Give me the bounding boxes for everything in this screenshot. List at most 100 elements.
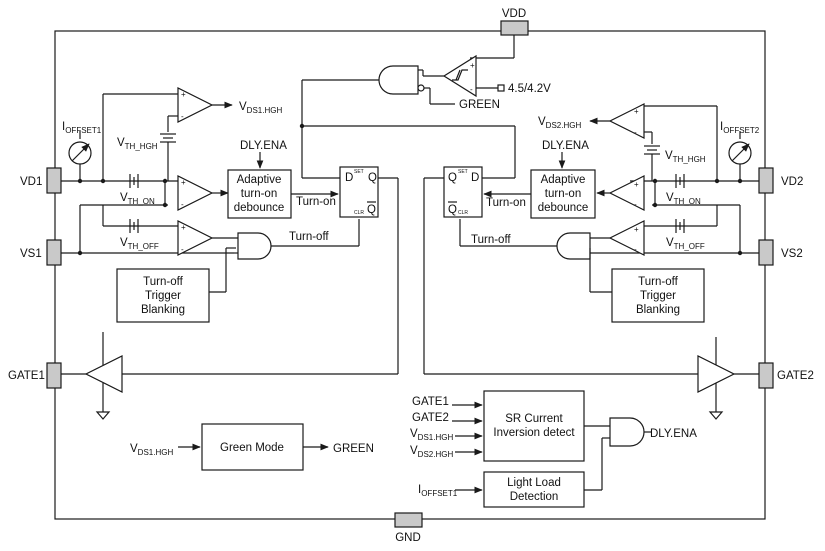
sr-line2: Inversion detect	[493, 427, 575, 439]
turn-off-and-gate-1	[237, 232, 272, 260]
ff1-qbar: Q	[367, 204, 376, 216]
blanking1-line2: Trigger	[145, 290, 181, 302]
vds1-high-output-label: VDS1.HGH	[239, 101, 282, 115]
vth-high-label: VTH_HGH	[117, 137, 158, 151]
light-load-block	[483, 471, 585, 508]
gate-driver-1	[84, 355, 123, 393]
sr-inversion-block	[483, 390, 585, 462]
debounce2-line3: debounce	[538, 202, 589, 214]
blanking1-line3: Blanking	[141, 304, 185, 316]
ff1-q: Q	[368, 172, 377, 184]
c5-plus: +	[634, 180, 639, 189]
pin-vs2-label: VS2	[781, 248, 803, 260]
comparator-ds1-high	[177, 87, 214, 123]
uvlo-section: + - 4.5/4.2V GREEN	[299, 35, 551, 179]
current-source-arrow-icon-2	[731, 143, 750, 162]
c2-plus: +	[181, 178, 186, 187]
dly-ena-label-1: DLY.ENA	[240, 140, 287, 152]
blanking-block-2	[611, 268, 705, 323]
sr-input-vds1-label: VDS1.HGH	[410, 428, 453, 442]
blanking2-line3: Blanking	[636, 304, 680, 316]
turn-off-label-2: Turn-off	[471, 234, 511, 246]
c3-minus: -	[181, 245, 184, 254]
vth-high-label-2: VTH_HGH	[665, 150, 706, 164]
vth-off-label: VTH_OFF	[120, 237, 159, 251]
ff2-q: Q	[448, 172, 457, 184]
pin-vdd: VDD	[500, 8, 529, 36]
comparator-ds2-high	[608, 103, 645, 139]
turn-on-label-2: Turn-on	[486, 197, 526, 209]
pin-gnd-label: GND	[395, 532, 421, 544]
pin-vs2: VS2	[758, 239, 803, 266]
green-mode-input-label: VDS1.HGH	[130, 443, 173, 457]
c2-minus: -	[181, 200, 184, 209]
pin-gate2: GATE2	[758, 362, 814, 389]
c1-minus: -	[181, 112, 184, 121]
dly-ena-output-label: DLY.ENA	[650, 428, 697, 440]
ground-icon-1	[95, 411, 111, 420]
sr-input-vds2-label: VDS2.HGH	[410, 445, 453, 459]
ff1-set: SET	[354, 169, 364, 175]
c4-minus: -	[634, 128, 637, 137]
turn-off-and-gate-2	[556, 232, 591, 260]
turn-off-label-1: Turn-off	[289, 231, 329, 243]
green-mode-block	[201, 423, 304, 471]
pin-gnd: GND	[394, 512, 423, 544]
uvlo-and-gate	[378, 65, 419, 95]
blanking2-line2: Trigger	[640, 290, 676, 302]
light-load-line1: Light Load	[507, 477, 561, 489]
pin-gate2-label: GATE2	[777, 370, 814, 382]
vds2-high-output-label: VDS2.HGH	[538, 116, 581, 130]
comparator-turn-off-2	[608, 220, 645, 256]
green-mode-section: Green Mode VDS1.HGH GREEN	[130, 423, 374, 471]
c5-minus: -	[634, 200, 637, 209]
pin-vd1: VD1	[20, 167, 62, 194]
debounce1-line3: debounce	[234, 202, 285, 214]
pin-gate1: GATE1	[8, 362, 62, 389]
ff2-set: SET	[458, 169, 468, 175]
sr-detect-section: SR Current Inversion detect GATE1 GATE2 …	[410, 390, 697, 508]
comparator-turn-on-1	[177, 175, 214, 211]
blanking2-line1: Turn-off	[638, 276, 678, 288]
debounce-block-1	[227, 169, 292, 219]
ff1-clr: CLR	[354, 210, 364, 216]
sr-input-gate1-label: GATE1	[412, 396, 449, 408]
blanking-block-1	[116, 268, 210, 323]
ioffset1-label: IOFFSET1	[62, 121, 102, 135]
c1-plus: +	[181, 90, 186, 99]
c6-minus: -	[634, 245, 637, 254]
pin-vs1: VS1	[20, 239, 62, 266]
light-load-line2: Detection	[510, 491, 559, 503]
c6-plus: +	[634, 225, 639, 234]
uvlo-plus-sign: +	[470, 61, 475, 70]
green-mode-text: Green Mode	[220, 442, 284, 454]
flip-flop-1	[339, 166, 379, 218]
hysteresis-icon	[452, 69, 468, 81]
dly-ena-and-gate	[609, 417, 645, 447]
debounce2-line2: turn-on	[545, 188, 581, 200]
ff2-clr: CLR	[458, 210, 468, 216]
blanking1-line1: Turn-off	[143, 276, 183, 288]
uvlo-minus-sign: -	[470, 85, 473, 94]
ioffset2-label: IOFFSET2	[720, 121, 760, 135]
sr-line1: SR Current	[505, 413, 563, 425]
debounce-block-2	[530, 169, 596, 219]
c3-plus: +	[181, 223, 186, 232]
channel-1: IOFFSET1 + - VDS1.HGH VTH_HGH + - VTH_ON…	[61, 87, 399, 420]
comparator-turn-on-2	[608, 175, 645, 211]
inverter-bubble-icon	[417, 84, 425, 92]
current-source-arrow-icon	[71, 143, 90, 162]
debounce1-line2: turn-on	[241, 188, 277, 200]
debounce2-line1: Adaptive	[541, 174, 586, 186]
ff1-d: D	[345, 172, 353, 184]
pin-vdd-label: VDD	[502, 8, 526, 20]
flip-flop-2	[443, 166, 483, 218]
pin-vd2-label: VD2	[781, 176, 803, 188]
pin-vd1-label: VD1	[20, 176, 42, 188]
pin-vs1-label: VS1	[20, 248, 42, 260]
ff2-qbar: Q	[448, 204, 457, 216]
ground-icon-2	[708, 411, 724, 420]
vth-on-label-2: VTH_ON	[666, 192, 701, 206]
